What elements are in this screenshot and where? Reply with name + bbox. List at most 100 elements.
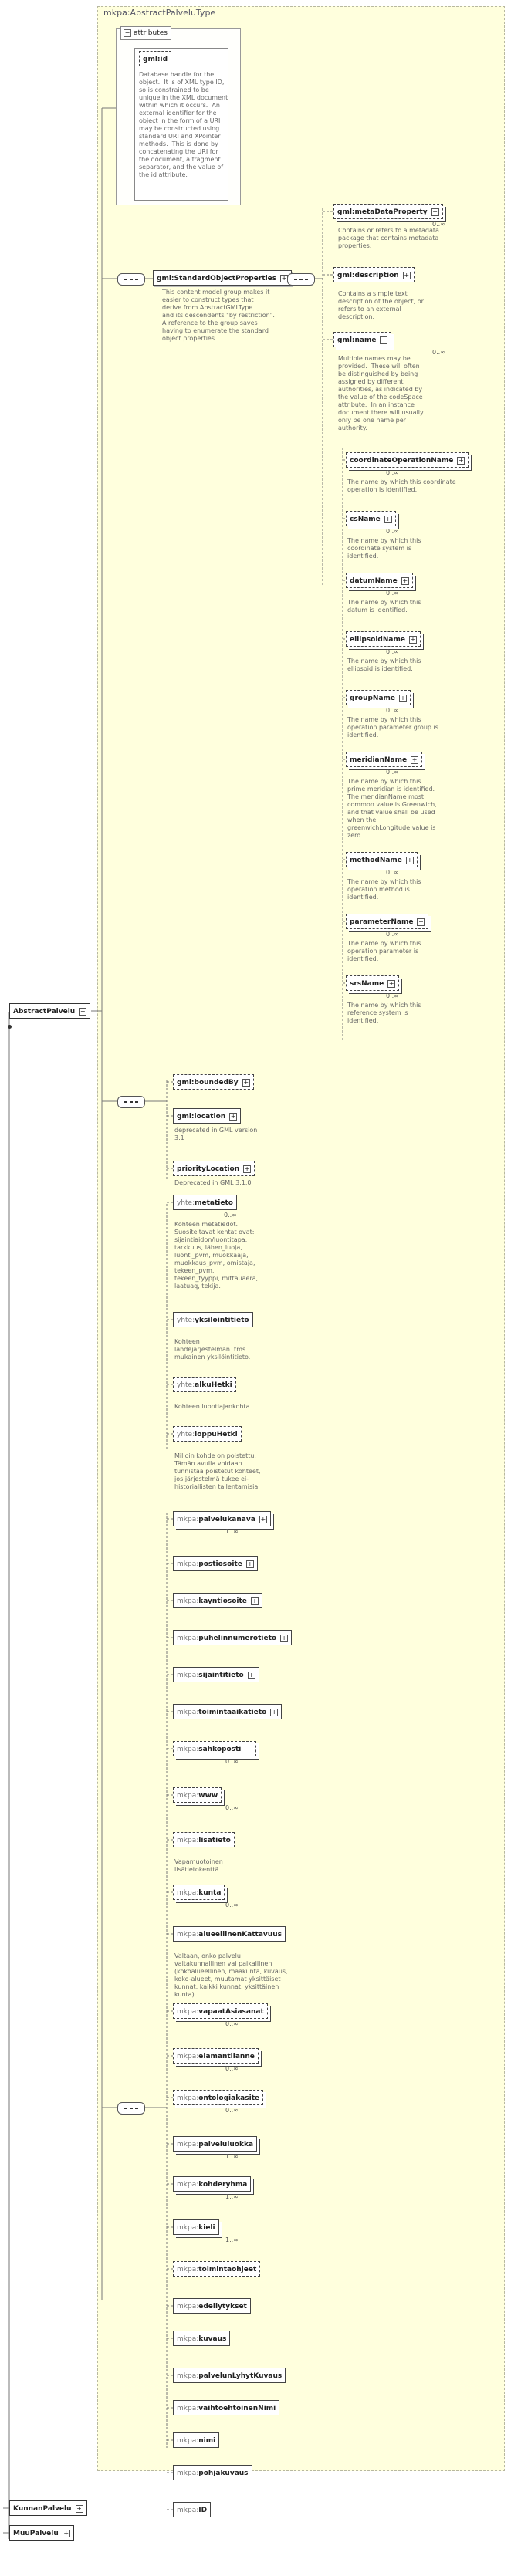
mkpa-item-pohjakuvaus[interactable]: mkpa:pohjakuvaus	[173, 2465, 252, 2480]
mkpa-item-vapaatasiasanat[interactable]: mkpa:vapaatAsiasanat	[173, 2003, 268, 2019]
expand-icon[interactable]: +	[431, 208, 439, 216]
expand-icon[interactable]: +	[457, 456, 465, 465]
name-sub-csname[interactable]: csName+	[346, 511, 396, 526]
root-label: AbstractPalvelu	[13, 1008, 76, 1016]
element-label: csName	[350, 516, 381, 523]
element-label: gml:boundedBy	[177, 1079, 239, 1087]
mkpa-item-palvelunlyhytkuvaus[interactable]: mkpa:palvelunLyhytKuvaus	[173, 2368, 286, 2383]
mkpa-item-edellytykset[interactable]: mkpa:edellytykset	[173, 2298, 251, 2314]
sequence-mkpa-items[interactable]	[117, 2102, 145, 2115]
mkpa-item-kuvaus[interactable]: mkpa:kuvaus	[173, 2331, 231, 2346]
mkpa-item-alueellinenkattavuus[interactable]: mkpa:alueellinenKattavuus	[173, 1926, 286, 1942]
mkpa-item-lisatieto[interactable]: mkpa:lisatieto	[173, 1832, 235, 1847]
mkpa-item-puhelinnumerotieto[interactable]: mkpa:puhelinnumerotieto+	[173, 1630, 293, 1645]
root-element-muupalvelu[interactable]: MuuPalvelu+	[9, 2525, 74, 2541]
mkpa-item-kohderyhma[interactable]: mkpa:kohderyhma	[173, 2176, 252, 2192]
element-description: The name by which this operation method …	[347, 878, 421, 901]
expand-icon[interactable]: +	[75, 2504, 83, 2513]
yhte-item-yksilointitieto[interactable]: yhte:yksilointitieto	[173, 1312, 253, 1327]
std-item-gml-name[interactable]: gml:name+	[333, 332, 392, 347]
mkpa-item-kunta[interactable]: mkpa:kunta	[173, 1885, 225, 1900]
element-description: The name by which this coordinate operat…	[347, 478, 456, 493]
attributes-tab[interactable]: −attributes	[120, 26, 171, 40]
expand-icon[interactable]: +	[402, 271, 411, 279]
sequence-dot	[130, 279, 133, 280]
collapse-icon[interactable]: −	[124, 29, 131, 37]
mkpa-item-toimintaohjeet[interactable]: mkpa:toimintaohjeet	[173, 2261, 261, 2277]
expand-icon[interactable]: +	[245, 1560, 254, 1568]
name-sub-ellipsoidname[interactable]: ellipsoidName+	[346, 631, 421, 647]
mkpa-item-palveluluokka[interactable]: mkpa:palveluluokka	[173, 2136, 258, 2152]
sequence-std-items[interactable]	[287, 273, 315, 286]
expand-icon[interactable]: +	[280, 1634, 289, 1642]
expand-icon[interactable]: +	[259, 1515, 267, 1523]
type-title: mkpa:AbstractPalveluType	[103, 8, 216, 18]
element-description: The name by which this reference system …	[347, 1002, 421, 1024]
name-sub-methodname[interactable]: methodName+	[346, 852, 418, 867]
std-item-gml-description[interactable]: gml:description+	[333, 267, 415, 282]
expand-icon[interactable]: +	[62, 2529, 70, 2537]
yhte-item-loppuhetki[interactable]: yhte:loppuHetki	[173, 1426, 242, 1442]
sequence-feature-items[interactable]	[117, 1096, 145, 1108]
mkpa-item-toimintaaikatieto[interactable]: mkpa:toimintaaikatieto+	[173, 1704, 283, 1719]
name-sub-parametername[interactable]: parameterName+	[346, 914, 429, 929]
mkpa-item-www[interactable]: mkpa:www	[173, 1787, 222, 1803]
element-prefix: mkpa:	[177, 1931, 199, 1939]
element-label: kayntiosoite	[198, 1597, 247, 1605]
yhte-item-alkuhetki[interactable]: yhte:alkuHetki	[173, 1377, 236, 1392]
mkpa-item-palvelukanava[interactable]: mkpa:palvelukanava+	[173, 1511, 271, 1526]
mkpa-item-postiosoite[interactable]: mkpa:postiosoite+	[173, 1556, 258, 1571]
expand-icon[interactable]: +	[417, 918, 425, 926]
expand-icon[interactable]: +	[247, 1671, 255, 1679]
feature-item-prioritylocation[interactable]: priorityLocation+	[173, 1161, 255, 1176]
expand-icon[interactable]: +	[243, 1165, 252, 1173]
expand-icon[interactable]: +	[401, 576, 409, 585]
element-label: pohjakuvaus	[198, 2470, 249, 2477]
mkpa-item-id[interactable]: mkpa:ID	[173, 2502, 212, 2517]
mkpa-item-nimi[interactable]: mkpa:nimi	[173, 2432, 220, 2448]
mkpa-item-kayntiosoite[interactable]: mkpa:kayntiosoite+	[173, 1593, 262, 1608]
expand-icon[interactable]: +	[380, 336, 388, 344]
expand-icon[interactable]: +	[229, 1112, 238, 1121]
name-sub-datumname[interactable]: datumName+	[346, 573, 413, 588]
element-description: Kohteen lähdejärjestelmän tms. mukainen …	[174, 1338, 251, 1361]
gmlid-attribute[interactable]: gml:id	[139, 51, 172, 66]
cardinality: 0..∞	[432, 221, 445, 228]
gmlid-label: gml:id	[143, 56, 168, 63]
std-object-properties-group[interactable]: gml:StandardObjectProperties+	[153, 270, 293, 286]
element-description: Contains or refers to a metadata package…	[338, 227, 439, 249]
name-sub-coordinateoperationname[interactable]: coordinateOperationName+	[346, 452, 469, 468]
name-sub-srsname[interactable]: srsName+	[346, 975, 400, 991]
collapse-icon[interactable]: −	[79, 1007, 87, 1016]
root-element-kunnanpalvelu[interactable]: KunnanPalvelu+	[9, 2500, 87, 2516]
expand-icon[interactable]: +	[387, 979, 396, 988]
expand-icon[interactable]: +	[405, 856, 414, 864]
expand-icon[interactable]: +	[245, 1745, 253, 1753]
cardinality: 0..∞	[225, 2107, 239, 2114]
expand-icon[interactable]: +	[270, 1708, 279, 1716]
element-label: metatieto	[195, 1199, 233, 1207]
sequence-standard-props[interactable]	[117, 273, 145, 286]
mkpa-item-elamantilanne[interactable]: mkpa:elamantilanne	[173, 2048, 259, 2064]
root-element-abstractpalvelu[interactable]: AbstractPalvelu−	[9, 1003, 91, 1019]
mkpa-item-sahkoposti[interactable]: mkpa:sahkoposti+	[173, 1741, 257, 1756]
element-label: postiosoite	[198, 1560, 242, 1568]
mkpa-item-ontologiakasite[interactable]: mkpa:ontologiakasite	[173, 2090, 264, 2105]
feature-item-gml-boundedby[interactable]: gml:boundedBy+	[173, 1074, 254, 1090]
expand-icon[interactable]: +	[250, 1597, 259, 1605]
mkpa-item-sijaintitieto[interactable]: mkpa:sijaintitieto+	[173, 1667, 259, 1682]
element-prefix: mkpa:	[177, 2470, 199, 2477]
mkpa-item-kieli[interactable]: mkpa:kieli	[173, 2219, 219, 2235]
expand-icon[interactable]: +	[384, 515, 392, 523]
yhte-item-metatieto[interactable]: yhte:metatieto	[173, 1195, 237, 1210]
name-sub-groupname[interactable]: groupName+	[346, 690, 411, 705]
expand-icon[interactable]: +	[399, 694, 408, 702]
mkpa-item-vaihtoehtoinennimi[interactable]: mkpa:vaihtoehtoinenNimi	[173, 2400, 280, 2415]
expand-icon[interactable]: +	[242, 1078, 250, 1087]
expand-icon[interactable]: +	[411, 756, 419, 764]
name-sub-meridianname[interactable]: meridianName+	[346, 752, 423, 767]
element-prefix: mkpa:	[177, 2303, 199, 2311]
feature-item-gml-location[interactable]: gml:location+	[173, 1108, 242, 1124]
std-item-gml-metaDataProperty[interactable]: gml:metaDataProperty+	[333, 204, 443, 219]
expand-icon[interactable]: +	[408, 635, 417, 644]
